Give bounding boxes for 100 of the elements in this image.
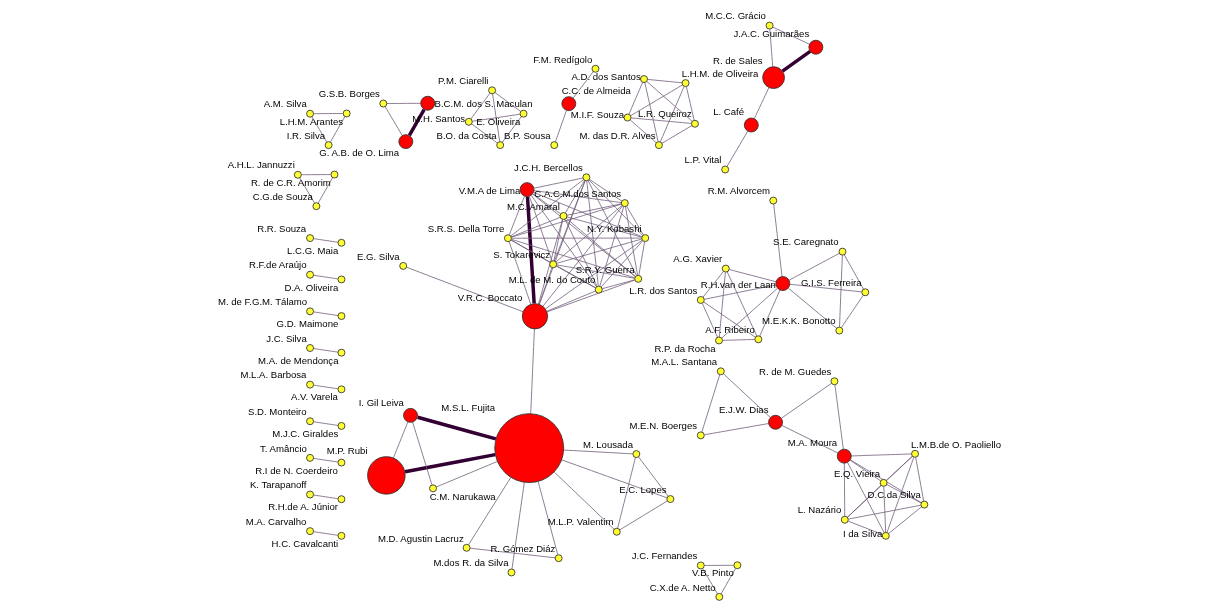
connector [703,301,756,338]
connector [468,477,512,546]
node-circle [496,141,505,150]
connector [510,239,596,289]
connector [625,206,638,276]
connector [722,339,756,341]
connector [537,481,559,555]
node-circle [519,182,535,197]
node-label: S.R.S. Della Torre [427,222,505,234]
connector [384,106,403,136]
connector [561,459,668,499]
connector [472,113,521,122]
connector [843,462,846,517]
node-circle [429,484,437,493]
connector [617,457,636,529]
node-circle [306,270,314,279]
connector [564,219,598,287]
connector [647,79,683,84]
connector [313,421,339,426]
node-circle [612,527,621,536]
node-label: A.H.L. Jannuzzi [227,159,295,171]
node-label: L.M.B.de O. Paoliello [911,438,1002,450]
node-circle [398,134,414,150]
connector [511,237,642,239]
connector [553,219,564,262]
connector [753,87,770,119]
connector [886,484,922,504]
connector [586,180,599,287]
connector [619,500,668,531]
node-label: C.A.C.M.dos Santos [534,187,622,199]
connector [525,196,536,304]
node-circle [550,141,559,150]
connector [565,179,585,213]
node-label: M.E.N. Boerges [629,420,698,432]
connector [313,113,344,115]
connector [628,81,643,115]
connector [587,180,638,277]
node-label: M.dos R. da Silva [433,557,509,569]
connector [556,238,643,264]
node-circle [655,141,663,150]
connector [313,494,339,500]
node-circle [721,165,730,174]
connector [726,130,749,167]
node-label: L.C.G. Maia [287,244,339,256]
connector [494,92,521,112]
node-label: C.G.de Souza [252,190,313,202]
node-label: M.A. de Mendonça [258,354,339,366]
connector [701,303,718,338]
node-circle [559,212,568,220]
connector [772,26,810,45]
node-label: R.H.van der Laan [700,278,776,290]
connector [530,328,535,414]
node-circle [521,303,549,330]
node-circle [681,79,690,88]
node-circle [754,335,763,344]
connector [839,254,843,328]
node-circle [696,431,705,440]
connector [532,193,636,278]
connector [841,294,864,328]
node-label: M.J.C. Giraldes [272,428,339,440]
node-label: R. Gómez Diáz [490,542,556,554]
connector [849,459,922,504]
node-circle [715,592,724,601]
node-circle [620,199,629,207]
connector [773,203,783,277]
connector [847,520,883,535]
node-circle [634,274,643,283]
node-label: M.S.L. Fujita [441,401,496,413]
connector [721,288,778,339]
connector [644,82,659,142]
connector [393,421,409,459]
node-circle [306,380,314,389]
connector [563,449,633,455]
node-label: E.Q. Vieira [833,467,881,479]
node-label: B.P. Sousa [503,129,551,141]
node-label: L.H.M. Arantes [279,115,344,127]
node-circle [367,456,406,495]
connector [849,459,881,482]
node-label: L.R. Queiroz [637,108,692,120]
node-label: M.E.K.K. Bonotto [762,315,836,327]
node-label: M.A. Carvalho [245,515,307,527]
node-label: S.D. Monteiro [248,405,307,417]
connector [533,177,584,189]
connector [511,238,636,279]
node-label: I. Gil Leiva [358,396,404,408]
connector [470,92,491,120]
connector [565,218,636,277]
node-circle [306,453,314,462]
node-label: L. Nazário [797,504,842,516]
node-circle [507,568,516,577]
node-circle [640,75,648,83]
connector [313,274,339,280]
node-label: M.D. Agustin Lacruz [377,532,464,544]
connector [555,205,623,263]
node-label: E.C. Lopes [619,483,667,495]
node-circle [765,21,774,30]
connector [704,423,770,436]
connector [600,240,644,288]
node-circle [762,66,785,89]
node-label: E.J.W. Dias [718,403,769,415]
